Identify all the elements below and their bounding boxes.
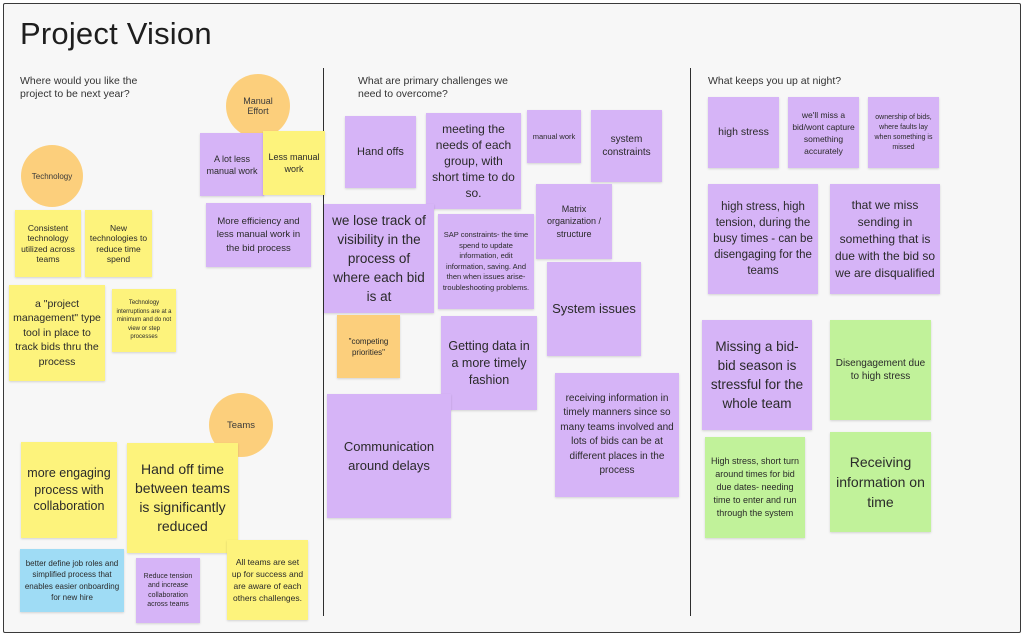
note-tech-consistent[interactable]: Consistent technology utilized across te…: [15, 210, 81, 277]
label-technology[interactable]: Technology: [21, 145, 83, 207]
note-text: system constraints: [602, 134, 651, 158]
note-ch-getting-data[interactable]: Getting data in a more timely fashion: [441, 316, 537, 410]
note-text: All teams are set up for success and are…: [231, 557, 304, 603]
note-manual-less-2[interactable]: Less manual work: [263, 131, 325, 195]
note-ch-matrix[interactable]: Matrix organization / structure: [536, 184, 612, 259]
column-divider-right: [690, 68, 691, 616]
note-text: Less manual work: [268, 152, 320, 174]
column-divider-left: [323, 68, 324, 616]
note-night-high-stress[interactable]: high stress: [708, 97, 779, 168]
board-title: Project Vision: [20, 16, 212, 51]
note-text: we lose track of visibility in the proce…: [332, 213, 426, 304]
note-tech-new[interactable]: New technologies to reduce time spend: [85, 210, 152, 277]
note-ch-system-issues[interactable]: System issues: [547, 262, 641, 356]
note-text: Missing a bid- bid season is stressful f…: [710, 339, 804, 411]
note-text: "competing priorities": [348, 336, 389, 357]
note-text: manual work: [532, 131, 576, 141]
note-teams-handoff[interactable]: Hand off time between teams is significa…: [127, 443, 238, 553]
note-text: Getting data in a more timely fashion: [448, 338, 530, 387]
note-text: Technology interruptions are at a minimu…: [116, 300, 172, 341]
note-ch-system-constraints[interactable]: system constraints: [591, 110, 662, 182]
note-manual-efficiency[interactable]: More efficiency and less manual work in …: [206, 203, 311, 267]
note-night-disqualified[interactable]: that we miss sending in something that i…: [830, 184, 940, 294]
note-teams-roles[interactable]: better define job roles and simplified p…: [20, 549, 124, 612]
note-teams-tension[interactable]: Reduce tension and increase collaboratio…: [136, 558, 200, 623]
note-text: a "project management" type tool in plac…: [13, 297, 101, 368]
note-tech-interruptions[interactable]: Technology interruptions are at a minimu…: [112, 289, 176, 352]
note-night-high-tension[interactable]: high stress, high tension, during the bu…: [708, 184, 818, 294]
note-text: ownership of bids, where faults lay when…: [874, 113, 933, 151]
note-night-miss-bid[interactable]: we'll miss a bid/wont capture something …: [788, 97, 859, 168]
note-ch-meeting-needs[interactable]: meeting the needs of each group, with sh…: [426, 113, 521, 209]
note-night-receiving-info[interactable]: Receiving information on time: [830, 432, 931, 532]
note-text: high stress, high tension, during the bu…: [713, 201, 813, 277]
note-text: More efficiency and less manual work in …: [216, 215, 301, 254]
note-text: Communication around delays: [343, 439, 435, 473]
note-text: Hand offs: [357, 146, 404, 158]
note-text: High stress, short turn around times for…: [710, 456, 800, 518]
note-ch-receiving-info[interactable]: receiving information in timely manners …: [555, 373, 679, 497]
whiteboard: Project Vision Where would you like the …: [3, 3, 1021, 633]
note-teams-success[interactable]: All teams are set up for success and are…: [227, 540, 308, 620]
note-text: receiving information in timely manners …: [560, 392, 674, 477]
note-ch-manual-work[interactable]: manual work: [527, 110, 581, 163]
question-night: What keeps you up at night?: [708, 75, 842, 87]
note-ch-sap[interactable]: SAP constraints- the time spend to updat…: [438, 214, 534, 309]
note-text: System issues: [552, 301, 636, 316]
note-text: better define job roles and simplified p…: [24, 558, 120, 603]
note-text: Consistent technology utilized across te…: [21, 222, 75, 265]
question-challenges: What are primary challenges we need to o…: [358, 75, 508, 100]
note-text: SAP constraints- the time spend to updat…: [442, 230, 530, 292]
note-text: Disengagement due to high stress: [835, 357, 926, 383]
note-night-turnaround[interactable]: High stress, short turn around times for…: [705, 437, 805, 538]
note-text: A lot less manual work: [206, 153, 258, 176]
note-teams-engaging[interactable]: more engaging process with collaboration: [21, 442, 117, 538]
note-text: more engaging process with collaboration: [27, 466, 111, 514]
note-text: New technologies to reduce time spend: [89, 222, 148, 265]
note-text: Receiving information on time: [836, 454, 925, 510]
note-text: Hand off time between teams is significa…: [135, 461, 230, 534]
note-ch-communication[interactable]: Communication around delays: [327, 394, 451, 518]
note-night-missing-bid[interactable]: Missing a bid- bid season is stressful f…: [702, 320, 812, 430]
label-manual-effort[interactable]: Manual Effort: [226, 74, 290, 138]
note-ch-handoffs[interactable]: Hand offs: [345, 116, 416, 188]
question-next-year: Where would you like the project to be n…: [20, 75, 138, 100]
note-manual-less-1[interactable]: A lot less manual work: [200, 133, 264, 196]
note-text: high stress: [718, 126, 769, 138]
note-ch-competing[interactable]: "competing priorities": [337, 315, 400, 378]
note-text: Reduce tension and increase collaboratio…: [143, 572, 193, 609]
note-ch-lose-track[interactable]: we lose track of visibility in the proce…: [324, 204, 434, 313]
note-text: meeting the needs of each group, with sh…: [432, 122, 515, 200]
note-text: we'll miss a bid/wont capture something …: [792, 109, 855, 156]
note-night-ownership[interactable]: ownership of bids, where faults lay when…: [868, 97, 939, 168]
note-text: that we miss sending in something that i…: [834, 197, 936, 280]
note-text: Matrix organization / structure: [546, 203, 602, 239]
note-tech-pm-tool[interactable]: a "project management" type tool in plac…: [9, 285, 105, 381]
note-night-disengagement[interactable]: Disengagement due to high stress: [830, 320, 931, 420]
